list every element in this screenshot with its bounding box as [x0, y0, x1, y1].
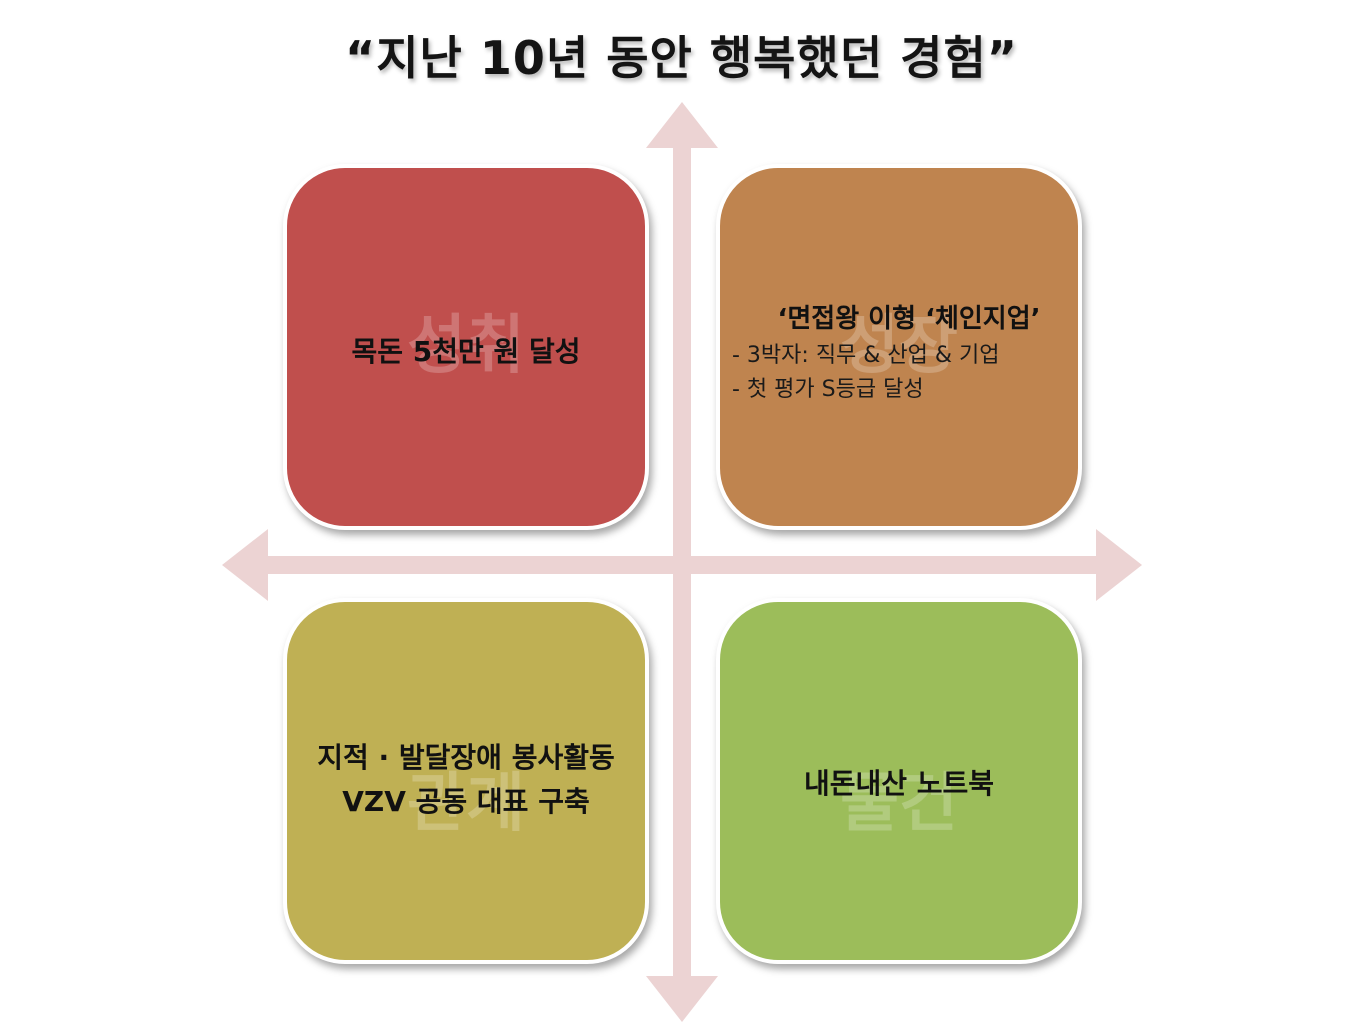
quadrant-heading: ‘면접왕 이형 ‘체인지업’ [777, 304, 1041, 334]
left-arrow-head [222, 529, 268, 601]
quadrant-text-line: VZV 공동 대표 구축 [342, 785, 590, 818]
bullet-item: - 첫 평가 S등급 달성 [732, 377, 924, 402]
up-arrow-head [646, 102, 718, 148]
quadrant-content: ‘면접왕 이형 ‘체인지업’ - 3박자: 직무 & 산업 & 기업 - 첫 평… [720, 298, 1078, 407]
quadrant-content: 지적 · 발달장애 봉사활동 VZV 공동 대표 구축 [287, 736, 645, 824]
quadrant-category-label: 성장 [840, 309, 958, 383]
bullet-list: - 3박자: 직무 & 산업 & 기업 - 첫 평가 S등급 달성 [732, 339, 1078, 407]
quadrant-text-line: 지적 · 발달장애 봉사활동 [317, 741, 615, 774]
quadrant-text: 목돈 5천만 원 달성 [351, 335, 581, 368]
down-arrow-head [646, 976, 718, 1022]
right-arrow-head [1096, 529, 1142, 601]
quadrant-relationship: 관계 지적 · 발달장애 봉사활동 VZV 공동 대표 구축 [283, 598, 649, 964]
horizontal-axis [258, 556, 1106, 574]
quadrant-category-label: 물건 [840, 767, 958, 841]
quadrant-achievement: 성취 목돈 5천만 원 달성 [283, 164, 649, 530]
bullet-item: - 3박자: 직무 & 산업 & 기업 [732, 343, 1000, 368]
quadrant-growth: 성장 ‘면접왕 이형 ‘체인지업’ - 3박자: 직무 & 산업 & 기업 - … [716, 164, 1082, 530]
quadrant-object: 물건 내돈내산 노트북 [716, 598, 1082, 964]
quadrant-text: 내돈내산 노트북 [803, 767, 995, 800]
quadrant-category-label: 성취 [407, 309, 525, 383]
page-title: “지난 10년 동안 행복했던 경험” [344, 31, 1019, 85]
quadrant-category-label: 관계 [407, 767, 525, 841]
